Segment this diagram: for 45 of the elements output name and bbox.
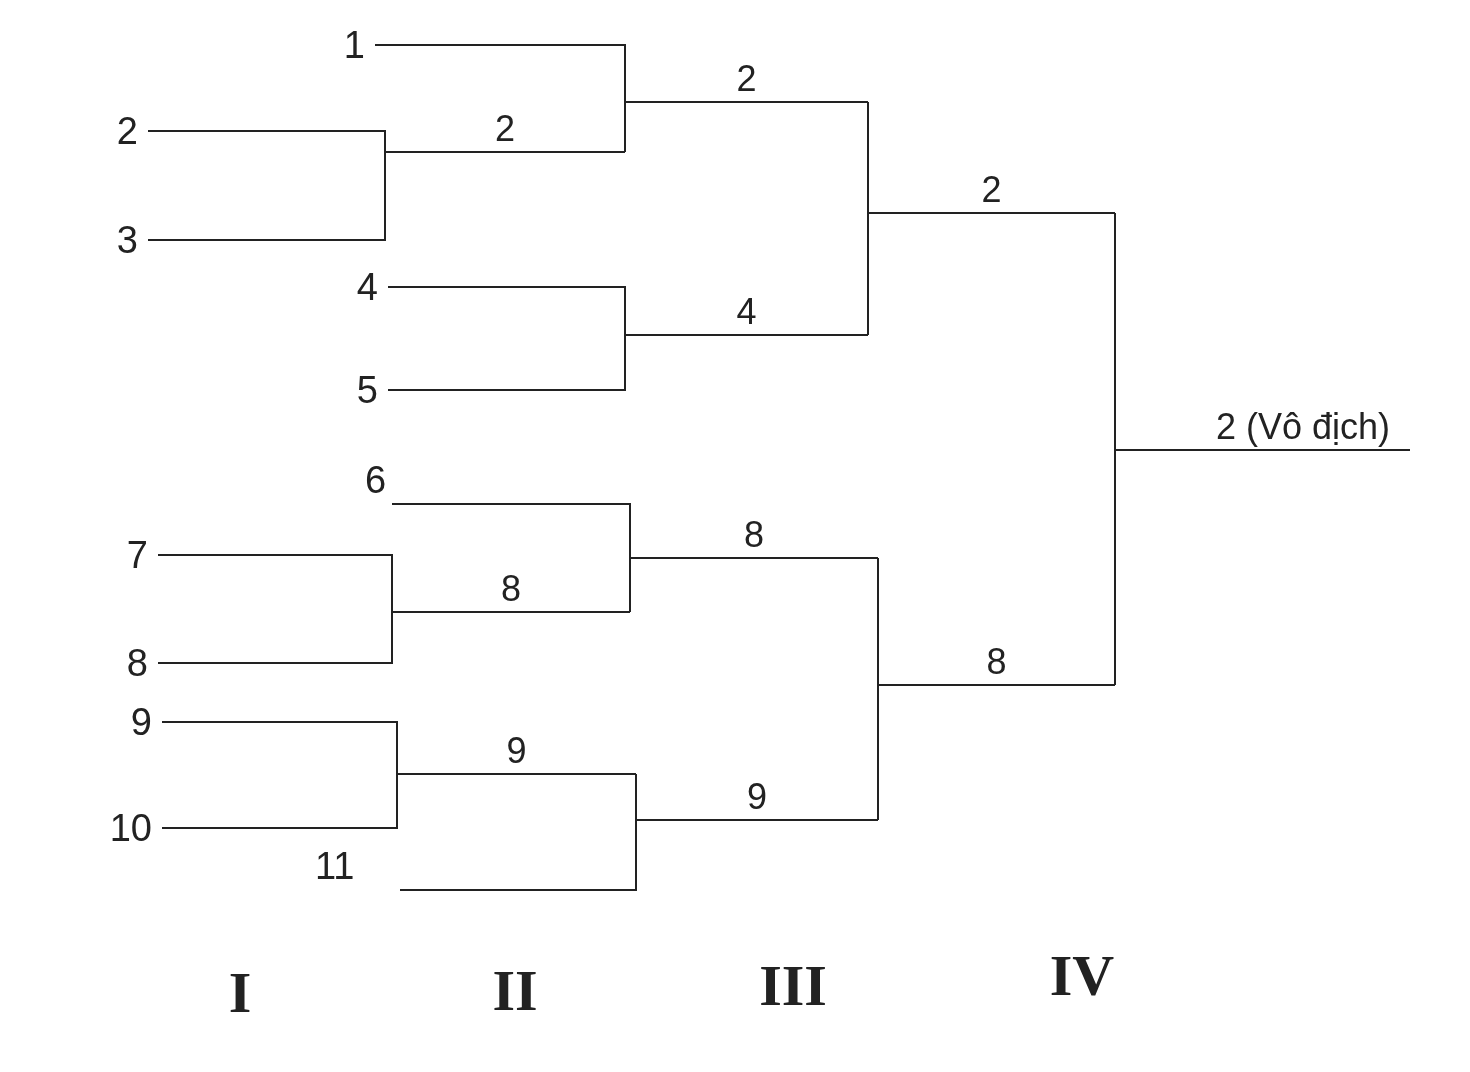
team-number: 5 xyxy=(320,370,388,410)
bracket-line xyxy=(1114,449,1116,686)
bracket-line xyxy=(387,286,626,336)
winner-line: 2 xyxy=(385,109,625,153)
bracket-line xyxy=(624,101,626,153)
winner-line: 8 xyxy=(878,642,1115,686)
team-number: 7 xyxy=(95,535,158,575)
bracket-line xyxy=(877,557,879,686)
team-number: 6 xyxy=(365,460,392,500)
bracket-line xyxy=(867,101,869,214)
winner-line: 2 xyxy=(625,59,868,103)
team-number: 3 xyxy=(85,220,148,260)
winner-line: 8 xyxy=(392,569,630,613)
team-number: 8 xyxy=(95,643,158,683)
team-number: 9 xyxy=(95,702,162,742)
round-label: IV xyxy=(1049,941,1115,1009)
team-number: 11 xyxy=(315,846,400,886)
bracket-line xyxy=(399,819,637,891)
team-number: 4 xyxy=(320,267,388,307)
bracket-line xyxy=(374,44,626,103)
bracket-line xyxy=(629,557,631,613)
bracket-line xyxy=(387,334,626,391)
winner-line: 2 (Vô địch) xyxy=(1115,407,1410,451)
winner-line: 4 xyxy=(625,292,868,336)
bracket-line xyxy=(147,130,386,153)
bracket-line xyxy=(391,503,631,559)
bracket-line xyxy=(161,721,398,775)
team-number: 2 xyxy=(85,111,148,151)
bracket-line xyxy=(867,212,869,336)
winner-line: 2 xyxy=(868,170,1115,214)
winner-line: 9 xyxy=(397,731,636,775)
bracket-line xyxy=(157,554,393,613)
winner-line: 9 xyxy=(636,777,878,821)
winner-line: 8 xyxy=(630,515,878,559)
bracket-line xyxy=(147,151,386,241)
team-number: 10 xyxy=(85,808,162,848)
round-label: III xyxy=(759,951,827,1019)
bracket-line xyxy=(157,611,393,664)
bracket-line xyxy=(1114,212,1116,451)
bracket-line xyxy=(635,773,637,821)
round-label: I xyxy=(228,958,252,1026)
bracket-line xyxy=(161,773,398,829)
team-number: 1 xyxy=(318,25,375,65)
bracket-line xyxy=(877,684,879,821)
round-label: II xyxy=(492,956,538,1024)
